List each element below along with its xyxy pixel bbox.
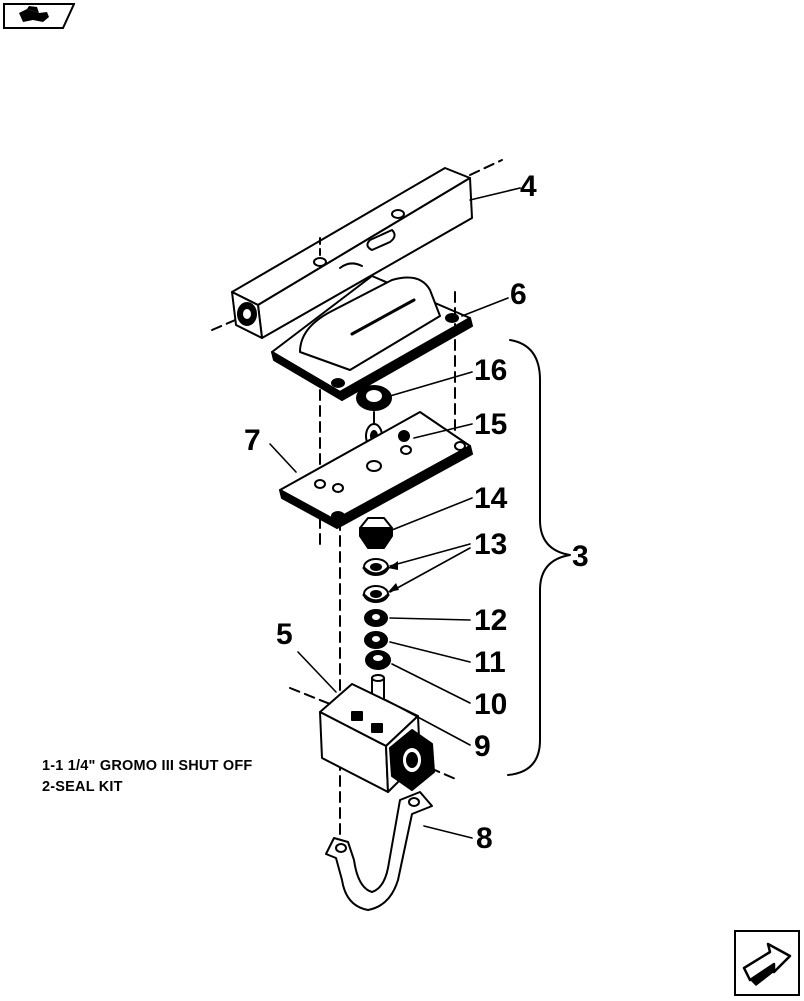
callout-8: 8: [476, 822, 493, 855]
callout-15: 15: [474, 408, 507, 441]
callout-labels: 4 6 16 15 7 14 13 3 12 5 11 10 9 8: [244, 170, 589, 855]
callout-6: 6: [510, 278, 527, 311]
part-7-mounting-plate: [279, 411, 473, 529]
callout-11: 11: [474, 646, 506, 679]
callout-9: 9: [474, 730, 491, 763]
callout-10: 10: [474, 688, 507, 721]
part-8-u-strap: [325, 791, 433, 911]
page-forward-icon: [734, 930, 800, 996]
part-5-valve-body: [289, 683, 459, 793]
part-10-nut: [365, 650, 391, 670]
nav-forward-button[interactable]: [734, 930, 800, 996]
part-11-washer: [364, 631, 388, 649]
assembly-3-bracket: [507, 339, 571, 776]
part-16-nut: [356, 385, 392, 411]
callout-7: 7: [244, 424, 261, 457]
part-6-saddle-plate: [271, 262, 473, 401]
callout-4: 4: [520, 170, 537, 203]
leader-lines: [269, 187, 521, 839]
callout-5: 5: [276, 618, 293, 651]
part-14-nut: [359, 517, 393, 549]
nav-back-button[interactable]: [3, 3, 76, 29]
callout-13: 13: [474, 528, 507, 561]
callout-3: 3: [572, 540, 589, 573]
page-back-icon: [3, 3, 76, 29]
part-13-washers: [362, 558, 390, 603]
part-4-square-tube: [211, 159, 503, 339]
callout-12: 12: [474, 604, 507, 637]
callout-14: 14: [474, 482, 508, 515]
part-12-lock-washer: [364, 609, 388, 627]
note-line-2: 2-SEAL KIT: [42, 779, 123, 795]
note-line-1: 1-1 1/4" GROMO III SHUT OFF: [42, 758, 253, 774]
callout-16: 16: [474, 354, 507, 387]
